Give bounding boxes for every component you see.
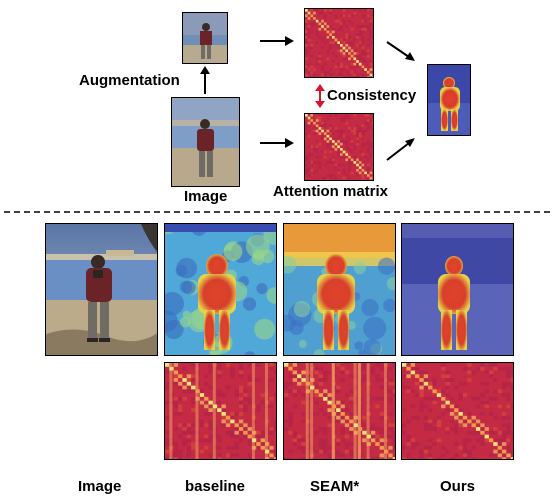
consistency-arrow	[315, 84, 325, 108]
augmented-image	[182, 12, 228, 64]
consistency-label: Consistency	[327, 87, 417, 104]
ours-cam	[401, 223, 514, 356]
column-label-baseline: baseline	[185, 478, 246, 495]
arrow-to-output-bottom	[386, 138, 415, 161]
column-label-image: Image	[78, 478, 122, 495]
arrow-to-output-top	[386, 41, 415, 61]
ours-attention-matrix	[401, 362, 514, 460]
attention-matrix-label: Attention matrix	[273, 183, 389, 200]
arrow-to-attention-bottom	[260, 138, 294, 148]
augmentation-label: Augmentation	[79, 72, 180, 89]
baseline-cam	[164, 223, 277, 356]
column-label-seam: SEAM*	[310, 478, 360, 495]
baseline-attention-matrix	[164, 362, 277, 460]
source-image	[171, 97, 240, 187]
attention-matrix-source	[304, 113, 374, 181]
input-photo	[45, 223, 158, 356]
seam-cam	[283, 223, 396, 356]
image-label-top: Image	[184, 188, 228, 205]
column-label-ours: Ours	[440, 478, 476, 495]
seam-attention-matrix	[283, 362, 396, 460]
output-heatmap-small	[427, 64, 471, 136]
divider-line	[4, 211, 550, 213]
attention-matrix-augmented	[304, 8, 374, 78]
augmentation-arrow	[200, 66, 210, 94]
arrow-to-attention-top	[260, 36, 294, 46]
